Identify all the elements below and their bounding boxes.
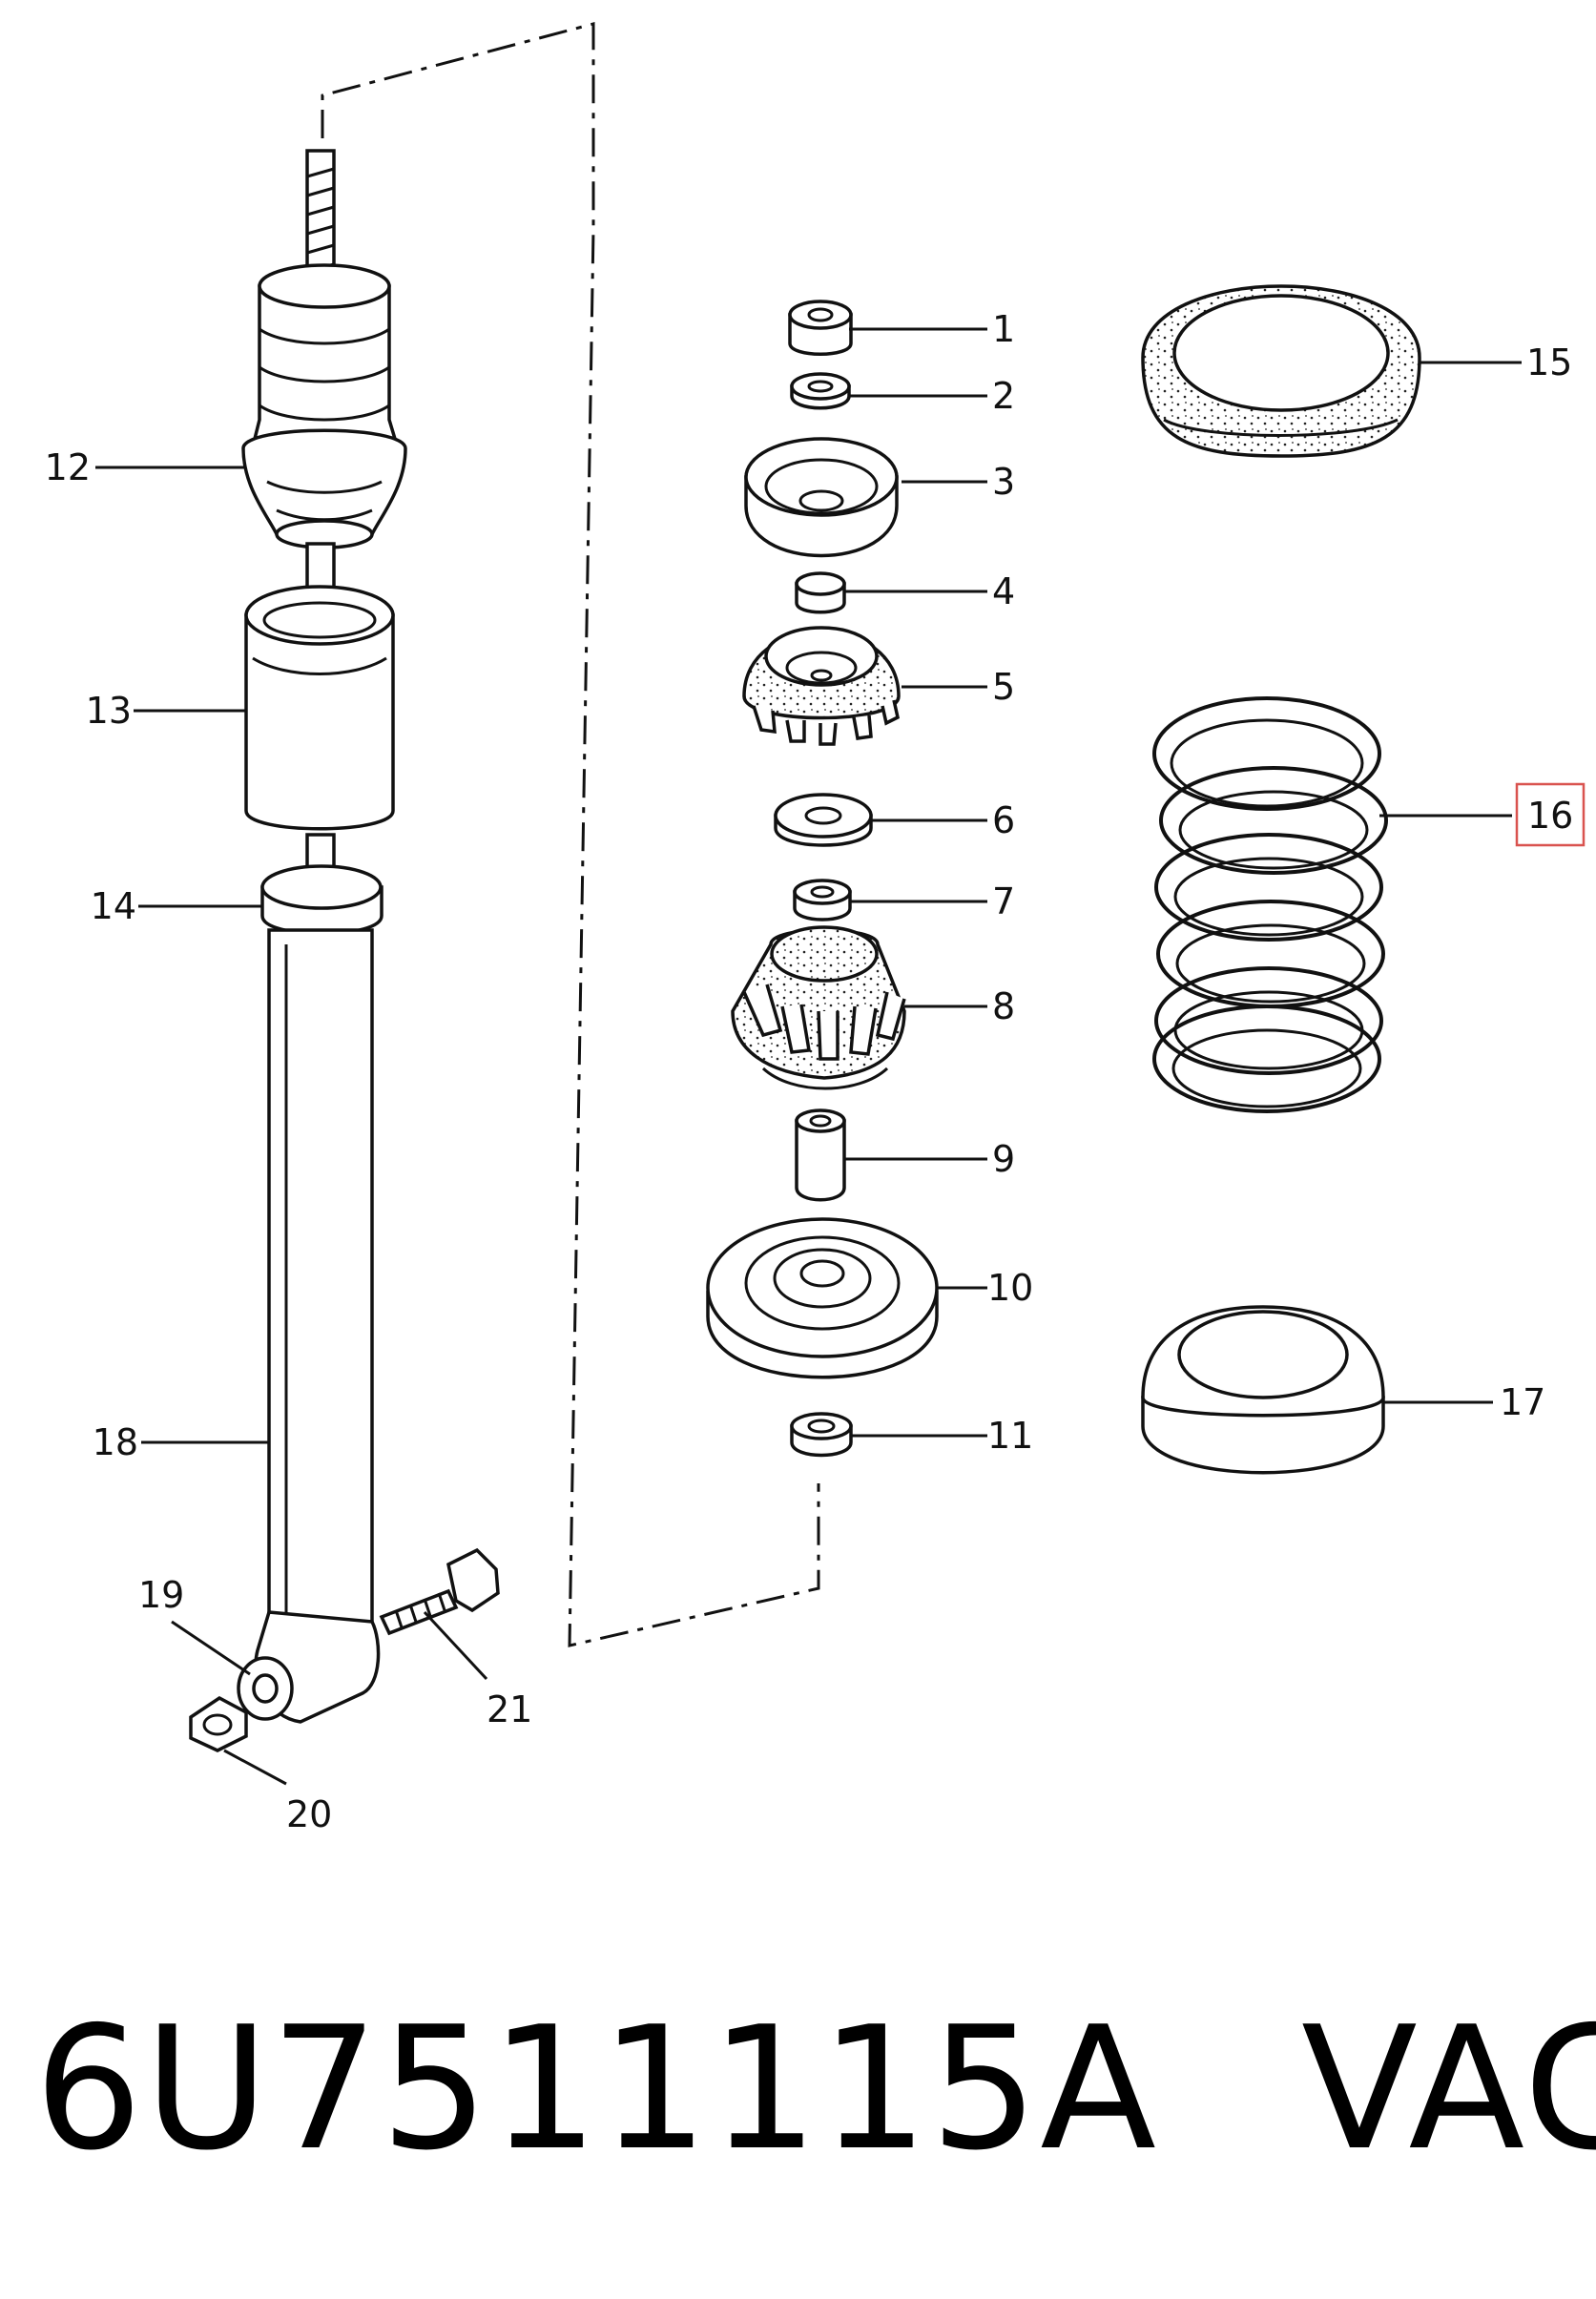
part-5-mount: [742, 626, 901, 746]
part-14-buffer: [260, 864, 383, 936]
part-13-protective-tube: [244, 585, 395, 831]
callout-6: 6: [992, 799, 1015, 841]
callout-8: 8: [992, 985, 1015, 1027]
part-2-washer: [790, 372, 851, 410]
part-7-nut: [793, 879, 852, 922]
callout-7: 7: [992, 880, 1015, 922]
part-17-spring-pad-lower: [1141, 1305, 1385, 1475]
part-19-lower-eye: [237, 1610, 381, 1724]
callout-4: 4: [992, 570, 1015, 612]
part-3-spring-cup: [744, 437, 899, 558]
part-6-washer: [774, 793, 873, 847]
callout-19: 19: [138, 1574, 184, 1616]
callout-3: 3: [992, 461, 1015, 503]
assembly-dash-line: [321, 22, 820, 1647]
part-12-dust-boot: [241, 263, 407, 549]
part-18-shock-body: [267, 928, 374, 1624]
callout-20: 20: [286, 1793, 332, 1835]
part-8-rubber-mount: [731, 925, 906, 1090]
callout-21: 21: [487, 1688, 532, 1730]
part-caption: 6U7511115A VAG: [34, 1979, 1596, 2199]
callout-12: 12: [45, 446, 91, 488]
part-16-coil-spring: [1152, 696, 1388, 1113]
callout-11: 11: [987, 1415, 1033, 1457]
callout-5: 5: [992, 666, 1015, 708]
brand-name: VAG: [1301, 1990, 1596, 2187]
callout-14: 14: [91, 885, 136, 927]
part-11-bushing: [790, 1412, 853, 1458]
callout-16: 16: [1527, 795, 1573, 837]
part-9-sleeve: [795, 1108, 846, 1202]
callout-16-highlight-box: [1515, 782, 1586, 847]
shock-absorber-assembly: [189, 149, 500, 1752]
part-4-bushing: [795, 571, 846, 614]
part-20-nut: [189, 1695, 248, 1752]
part-21-bolt: [379, 1547, 500, 1636]
callout-10: 10: [987, 1267, 1033, 1309]
leader-lines: [95, 327, 1522, 1786]
callout-15: 15: [1526, 342, 1572, 383]
callout-9: 9: [992, 1138, 1015, 1180]
callout-labels: 1 2 3 4 5 6 7 8 9 10 11 12 13 14 15 16 1…: [45, 308, 1586, 1835]
part-number: 6U7511115A: [34, 1990, 1159, 2187]
part-1-nut: [788, 300, 853, 356]
callout-17: 17: [1500, 1381, 1545, 1423]
part-10-seat: [706, 1217, 939, 1379]
part-15-spring-pad-upper: [1141, 284, 1421, 458]
callout-18: 18: [93, 1421, 138, 1463]
callout-1: 1: [992, 308, 1015, 350]
callout-13: 13: [86, 690, 132, 732]
callout-2: 2: [992, 375, 1015, 417]
